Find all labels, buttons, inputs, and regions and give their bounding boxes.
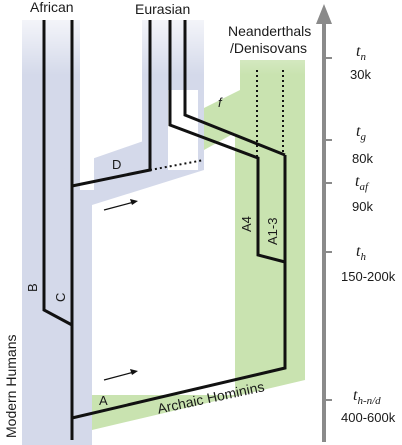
branch-label-b: B: [25, 283, 40, 292]
time-symbol-thnd: th-n/d: [353, 387, 381, 408]
branch-label-a: A: [99, 393, 108, 408]
band-fade: [0, 0, 320, 75]
time-symbol-taf: taf: [355, 173, 369, 194]
branch-label-a4: A4: [239, 216, 254, 232]
time-value-thnd: 400-600k: [341, 410, 396, 425]
arrow-upper-head: [130, 199, 138, 205]
branch-label-c: C: [53, 292, 68, 302]
band-gaps: [80, 20, 235, 395]
label-denisovans: /Denisovans: [230, 40, 308, 56]
branch-label-a1-3: A1-3: [265, 217, 280, 245]
label-modern-humans: Modern Humans: [3, 334, 19, 439]
archaic-root-lineage-a: [71, 155, 287, 420]
time-value-tg: 80k: [352, 151, 373, 166]
archaic-stem-band: [235, 120, 305, 380]
label-african: African: [30, 0, 74, 15]
branch-label-f: f: [218, 95, 222, 110]
time-value-taf: 90k: [352, 199, 373, 214]
time-axis-arrowhead: [316, 4, 332, 24]
eurasian-lineage-2: [168, 20, 286, 264]
unsampled-lineages: [149, 70, 284, 171]
time-value-th: 150-200k: [341, 269, 396, 284]
time-symbol-tg: tg: [356, 123, 366, 144]
time-symbol-tn: tn: [356, 43, 366, 64]
label-neanderthals: Neanderthals: [228, 23, 312, 39]
african-lineage-b: [42, 20, 73, 327]
branch-label-d: D: [112, 157, 122, 172]
label-eurasian: Eurasian: [135, 1, 191, 17]
migration-arrows: [103, 199, 138, 381]
time-axis: [316, 4, 332, 442]
arrow-lower-head: [130, 369, 138, 375]
time-symbol-th: th: [356, 243, 366, 264]
eurasian-lineage-3: [183, 20, 286, 157]
time-value-tn: 30k: [350, 67, 371, 82]
